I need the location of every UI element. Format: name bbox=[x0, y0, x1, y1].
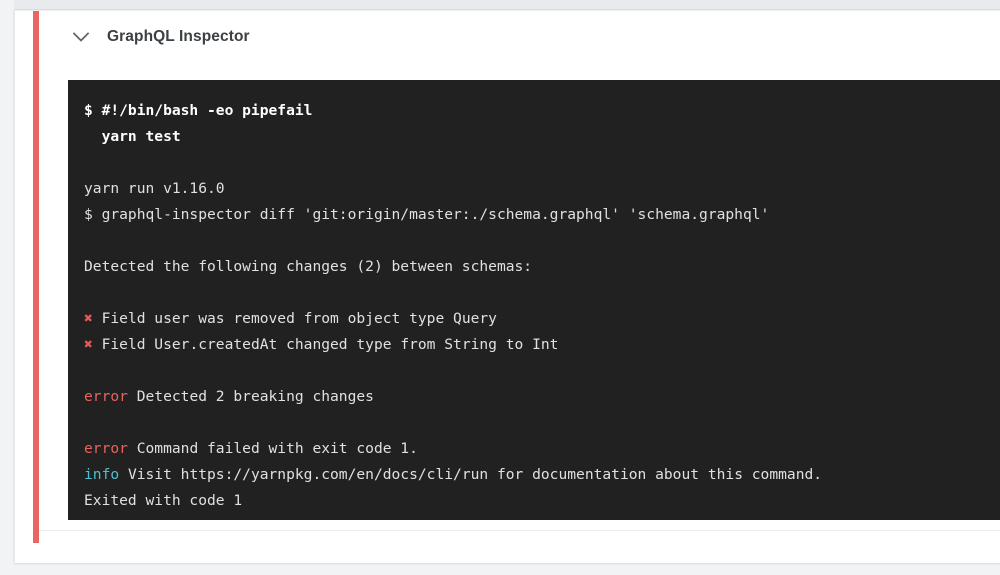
terminal-line bbox=[84, 358, 1000, 384]
terminal-command-text: yarn test bbox=[84, 128, 181, 145]
terminal-log-panel[interactable]: $ #!/bin/bash -eo pipefail yarn test yar… bbox=[68, 80, 1000, 520]
step-status-bar-failed bbox=[33, 11, 39, 543]
card-divider bbox=[39, 530, 1000, 531]
terminal-line bbox=[84, 410, 1000, 436]
terminal-line: $ graphql-inspector diff 'git:origin/mas… bbox=[84, 202, 1000, 228]
terminal-line: error Command failed with exit code 1. bbox=[84, 436, 1000, 462]
terminal-line-text: $ graphql-inspector diff 'git:origin/mas… bbox=[84, 206, 770, 223]
terminal-line: Detected the following changes (2) betwe… bbox=[84, 254, 1000, 280]
log-info-label: info bbox=[84, 466, 120, 483]
terminal-line: ✖ Field user was removed from object typ… bbox=[84, 306, 1000, 332]
breaking-change-x-icon: ✖ bbox=[84, 310, 93, 327]
terminal-line: yarn run v1.16.0 bbox=[84, 176, 1000, 202]
terminal-log-output: $ #!/bin/bash -eo pipefail yarn test yar… bbox=[84, 98, 1000, 514]
terminal-line: info Visit https://yarnpkg.com/en/docs/c… bbox=[84, 462, 1000, 488]
terminal-line: yarn test bbox=[84, 124, 1000, 150]
log-error-label: error bbox=[84, 440, 128, 457]
build-step: GraphQL Inspector $ #!/bin/bash -eo pipe… bbox=[15, 11, 1000, 543]
chevron-down-icon[interactable] bbox=[68, 24, 94, 50]
terminal-line bbox=[84, 228, 1000, 254]
terminal-line bbox=[84, 280, 1000, 306]
terminal-line-text: Visit https://yarnpkg.com/en/docs/cli/ru… bbox=[119, 466, 823, 483]
terminal-line: Exited with code 1 bbox=[84, 488, 1000, 514]
page-title: GraphQL Inspector bbox=[107, 28, 250, 46]
breaking-change-text: Field user was removed from object type … bbox=[92, 310, 497, 327]
terminal-line: ✖ Field User.createdAt changed type from… bbox=[84, 332, 1000, 358]
card-footer bbox=[15, 531, 1000, 550]
breaking-change-text: Field User.createdAt changed type from S… bbox=[92, 336, 559, 353]
terminal-line-text: Detected the following changes (2) betwe… bbox=[84, 258, 533, 275]
terminal-line bbox=[84, 150, 1000, 176]
step-header[interactable]: GraphQL Inspector bbox=[39, 11, 1000, 63]
breaking-change-x-icon: ✖ bbox=[84, 336, 93, 353]
log-error-label: error bbox=[84, 388, 128, 405]
terminal-line: error Detected 2 breaking changes bbox=[84, 384, 1000, 410]
terminal-line-text: yarn run v1.16.0 bbox=[84, 180, 225, 197]
terminal-line-text: Exited with code 1 bbox=[84, 492, 243, 509]
build-step-card: GraphQL Inspector $ #!/bin/bash -eo pipe… bbox=[14, 10, 1000, 563]
terminal-line-text: Command failed with exit code 1. bbox=[127, 440, 418, 457]
terminal-line-text: Detected 2 breaking changes bbox=[127, 388, 374, 405]
previous-card-sliver bbox=[14, 0, 1000, 10]
terminal-command-text: $ #!/bin/bash -eo pipefail bbox=[84, 102, 313, 119]
terminal-line: $ #!/bin/bash -eo pipefail bbox=[84, 98, 1000, 124]
